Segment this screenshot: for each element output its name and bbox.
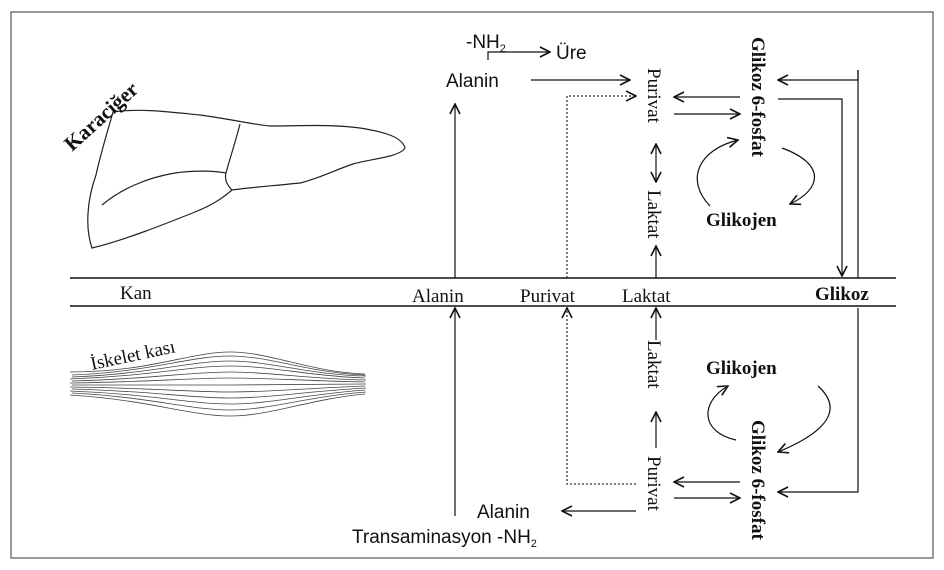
- alanin-blood-label: Alanin: [412, 286, 464, 307]
- glikojen-muscle-label: Glikojen: [706, 358, 777, 379]
- muscle-label: İskelet kası: [89, 336, 178, 374]
- glikojen-to-g6p-muscle-arrow: [778, 386, 830, 452]
- purivat-muscle-dotted-link: [567, 308, 636, 484]
- nh2-to-ure-arrow: [488, 52, 550, 60]
- liver-label: Karaciğer: [59, 77, 143, 156]
- g6p-to-glikojen-muscle-arrow: [708, 386, 736, 440]
- purivat-muscle-label: Purivat: [643, 456, 664, 512]
- laktat-liver-label: Laktat: [643, 190, 664, 239]
- blood-glikoz-to-muscle-g6p-arrow: [778, 308, 858, 492]
- blood-label: Kan: [120, 283, 152, 304]
- purivat-blood-label: Purivat: [520, 286, 576, 307]
- liver-illustration: [88, 110, 405, 248]
- alanin-muscle-label: Alanin: [477, 502, 530, 523]
- ure-label: Üre: [556, 43, 587, 64]
- g6p-liver-label: Glikoz 6-fosfat: [747, 37, 768, 157]
- laktat-blood-label: Laktat: [622, 286, 671, 307]
- purivat-liver-label: Purivat: [643, 68, 664, 124]
- laktat-muscle-label: Laktat: [643, 340, 664, 389]
- transaminasyon-label: Transaminasyon -NH2: [352, 527, 537, 550]
- g6p-to-glikojen-liver-arrow: [782, 148, 815, 204]
- glikojen-liver-label: Glikojen: [706, 210, 777, 231]
- liver-g6p-to-blood-glikoz-arrow: [778, 99, 842, 276]
- glikoz-blood-label: Glikoz: [815, 284, 869, 305]
- glikojen-to-g6p-liver-arrow: [697, 140, 738, 206]
- g6p-muscle-label: Glikoz 6-fosfat: [747, 420, 768, 540]
- purivat-liver-dotted-link: [567, 96, 636, 278]
- alanin-liver-label: Alanin: [446, 71, 499, 92]
- blood-glikoz-to-liver-g6p-arrow: [778, 70, 858, 80]
